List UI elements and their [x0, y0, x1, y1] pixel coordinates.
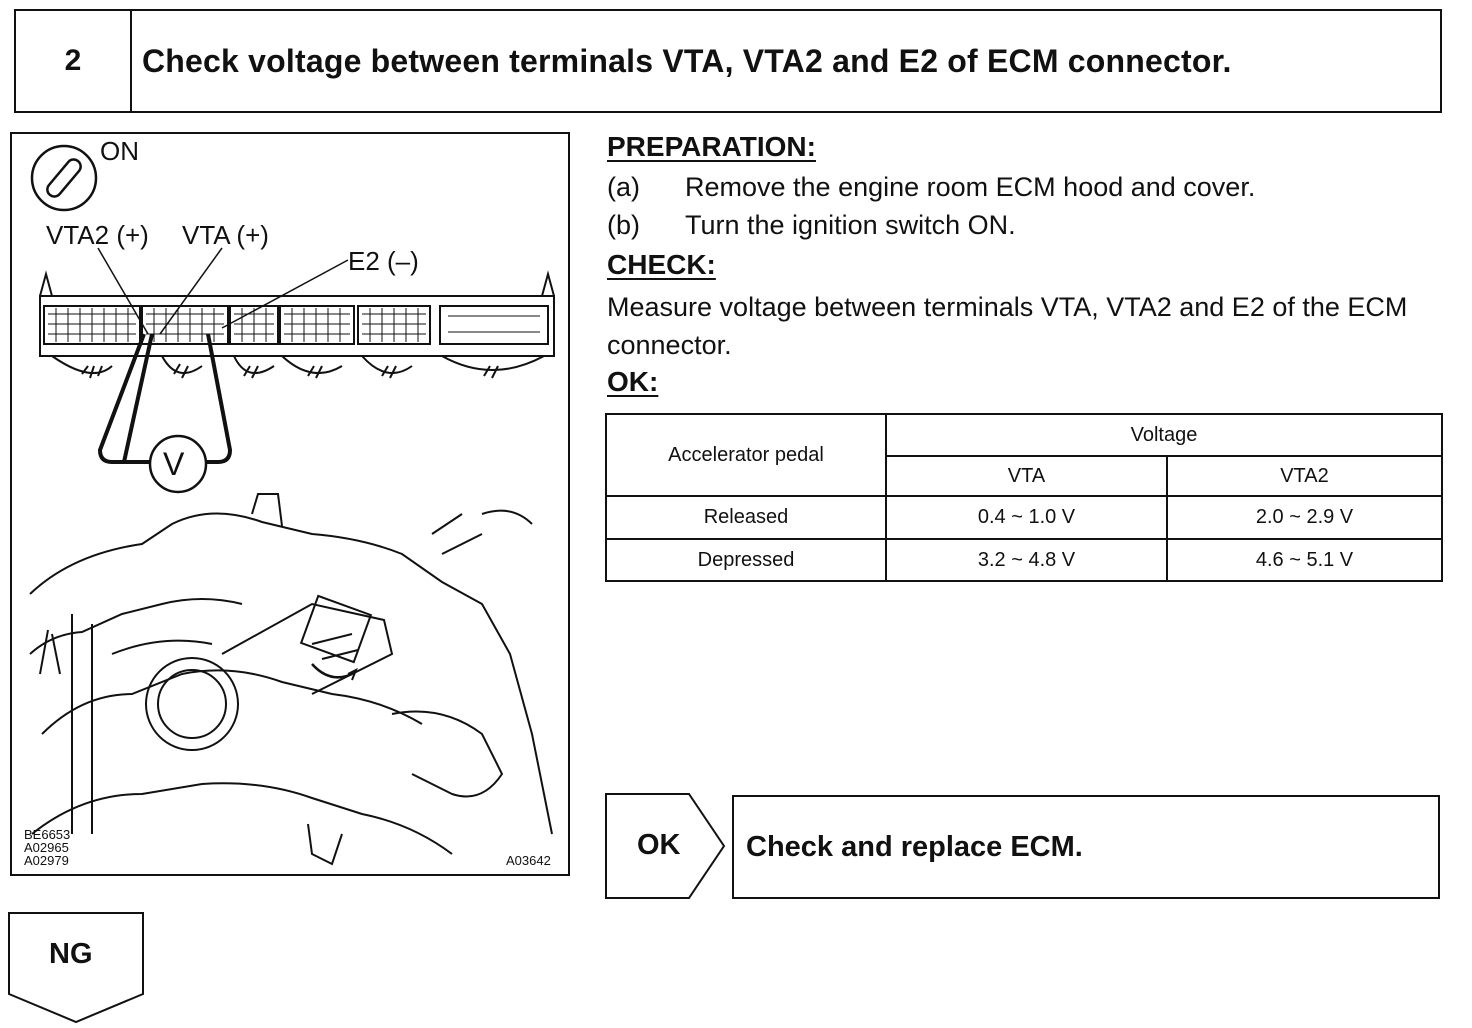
- step-title: Check voltage between terminals VTA, VTA…: [142, 42, 1232, 79]
- step-header: 2 Check voltage between terminals VTA, V…: [14, 9, 1442, 113]
- ignition-on-label: ON: [100, 136, 139, 166]
- throttle-body-icon: [29, 493, 553, 866]
- ignition-switch-icon: [30, 144, 98, 212]
- e2-terminal-label: E2 (–): [348, 246, 419, 276]
- terminal-leader-lines: [97, 247, 349, 335]
- col-header-pedal: Accelerator pedal: [605, 413, 887, 497]
- col-header-vta2: VTA2: [1166, 455, 1443, 497]
- ok-arrow-icon: [605, 793, 726, 899]
- voltmeter-icon: [148, 434, 208, 494]
- preparation-step-b: (b)Turn the ignition switch ON.: [607, 210, 1016, 240]
- ng-badge: NG: [49, 938, 93, 970]
- step-number: 2: [16, 11, 132, 111]
- col-header-voltage: Voltage: [885, 413, 1443, 457]
- voltage-spec-table: Accelerator pedal Voltage VTA VTA2 Relea…: [605, 413, 1443, 582]
- ok-badge: OK: [637, 829, 681, 861]
- preparation-step-a: (a)Remove the engine room ECM hood and c…: [607, 172, 1256, 202]
- check-text: Measure voltage between terminals VTA, V…: [607, 292, 1408, 360]
- ok-action: Check and replace ECM.: [732, 795, 1440, 899]
- vta2-terminal-label: VTA2 (+): [46, 220, 149, 250]
- voltmeter-symbol: V: [163, 446, 185, 482]
- figure-code-right: A03642: [506, 853, 551, 868]
- figure-code-left: BE6653 A02965 A02979: [24, 827, 71, 868]
- ecm-connector-icon: [39, 270, 555, 379]
- preparation-heading: PREPARATION:: [607, 131, 816, 162]
- illustration-panel: ON VTA2 (+) VTA (+) E2 (–) V BE6653 A029…: [10, 132, 570, 876]
- check-heading: CHECK:: [607, 249, 716, 280]
- vta-terminal-label: VTA (+): [182, 220, 269, 250]
- table-row: Depressed 3.2 ~ 4.8 V 4.6 ~ 5.1 V: [605, 538, 1443, 582]
- connector-and-throttle-illustration: [29, 144, 555, 866]
- table-row: Released 0.4 ~ 1.0 V 2.0 ~ 2.9 V: [605, 495, 1443, 540]
- col-header-vta: VTA: [885, 455, 1168, 497]
- ok-heading: OK:: [607, 366, 659, 397]
- ng-arrow-icon: [8, 912, 144, 1024]
- voltmeter-leads: [97, 333, 233, 464]
